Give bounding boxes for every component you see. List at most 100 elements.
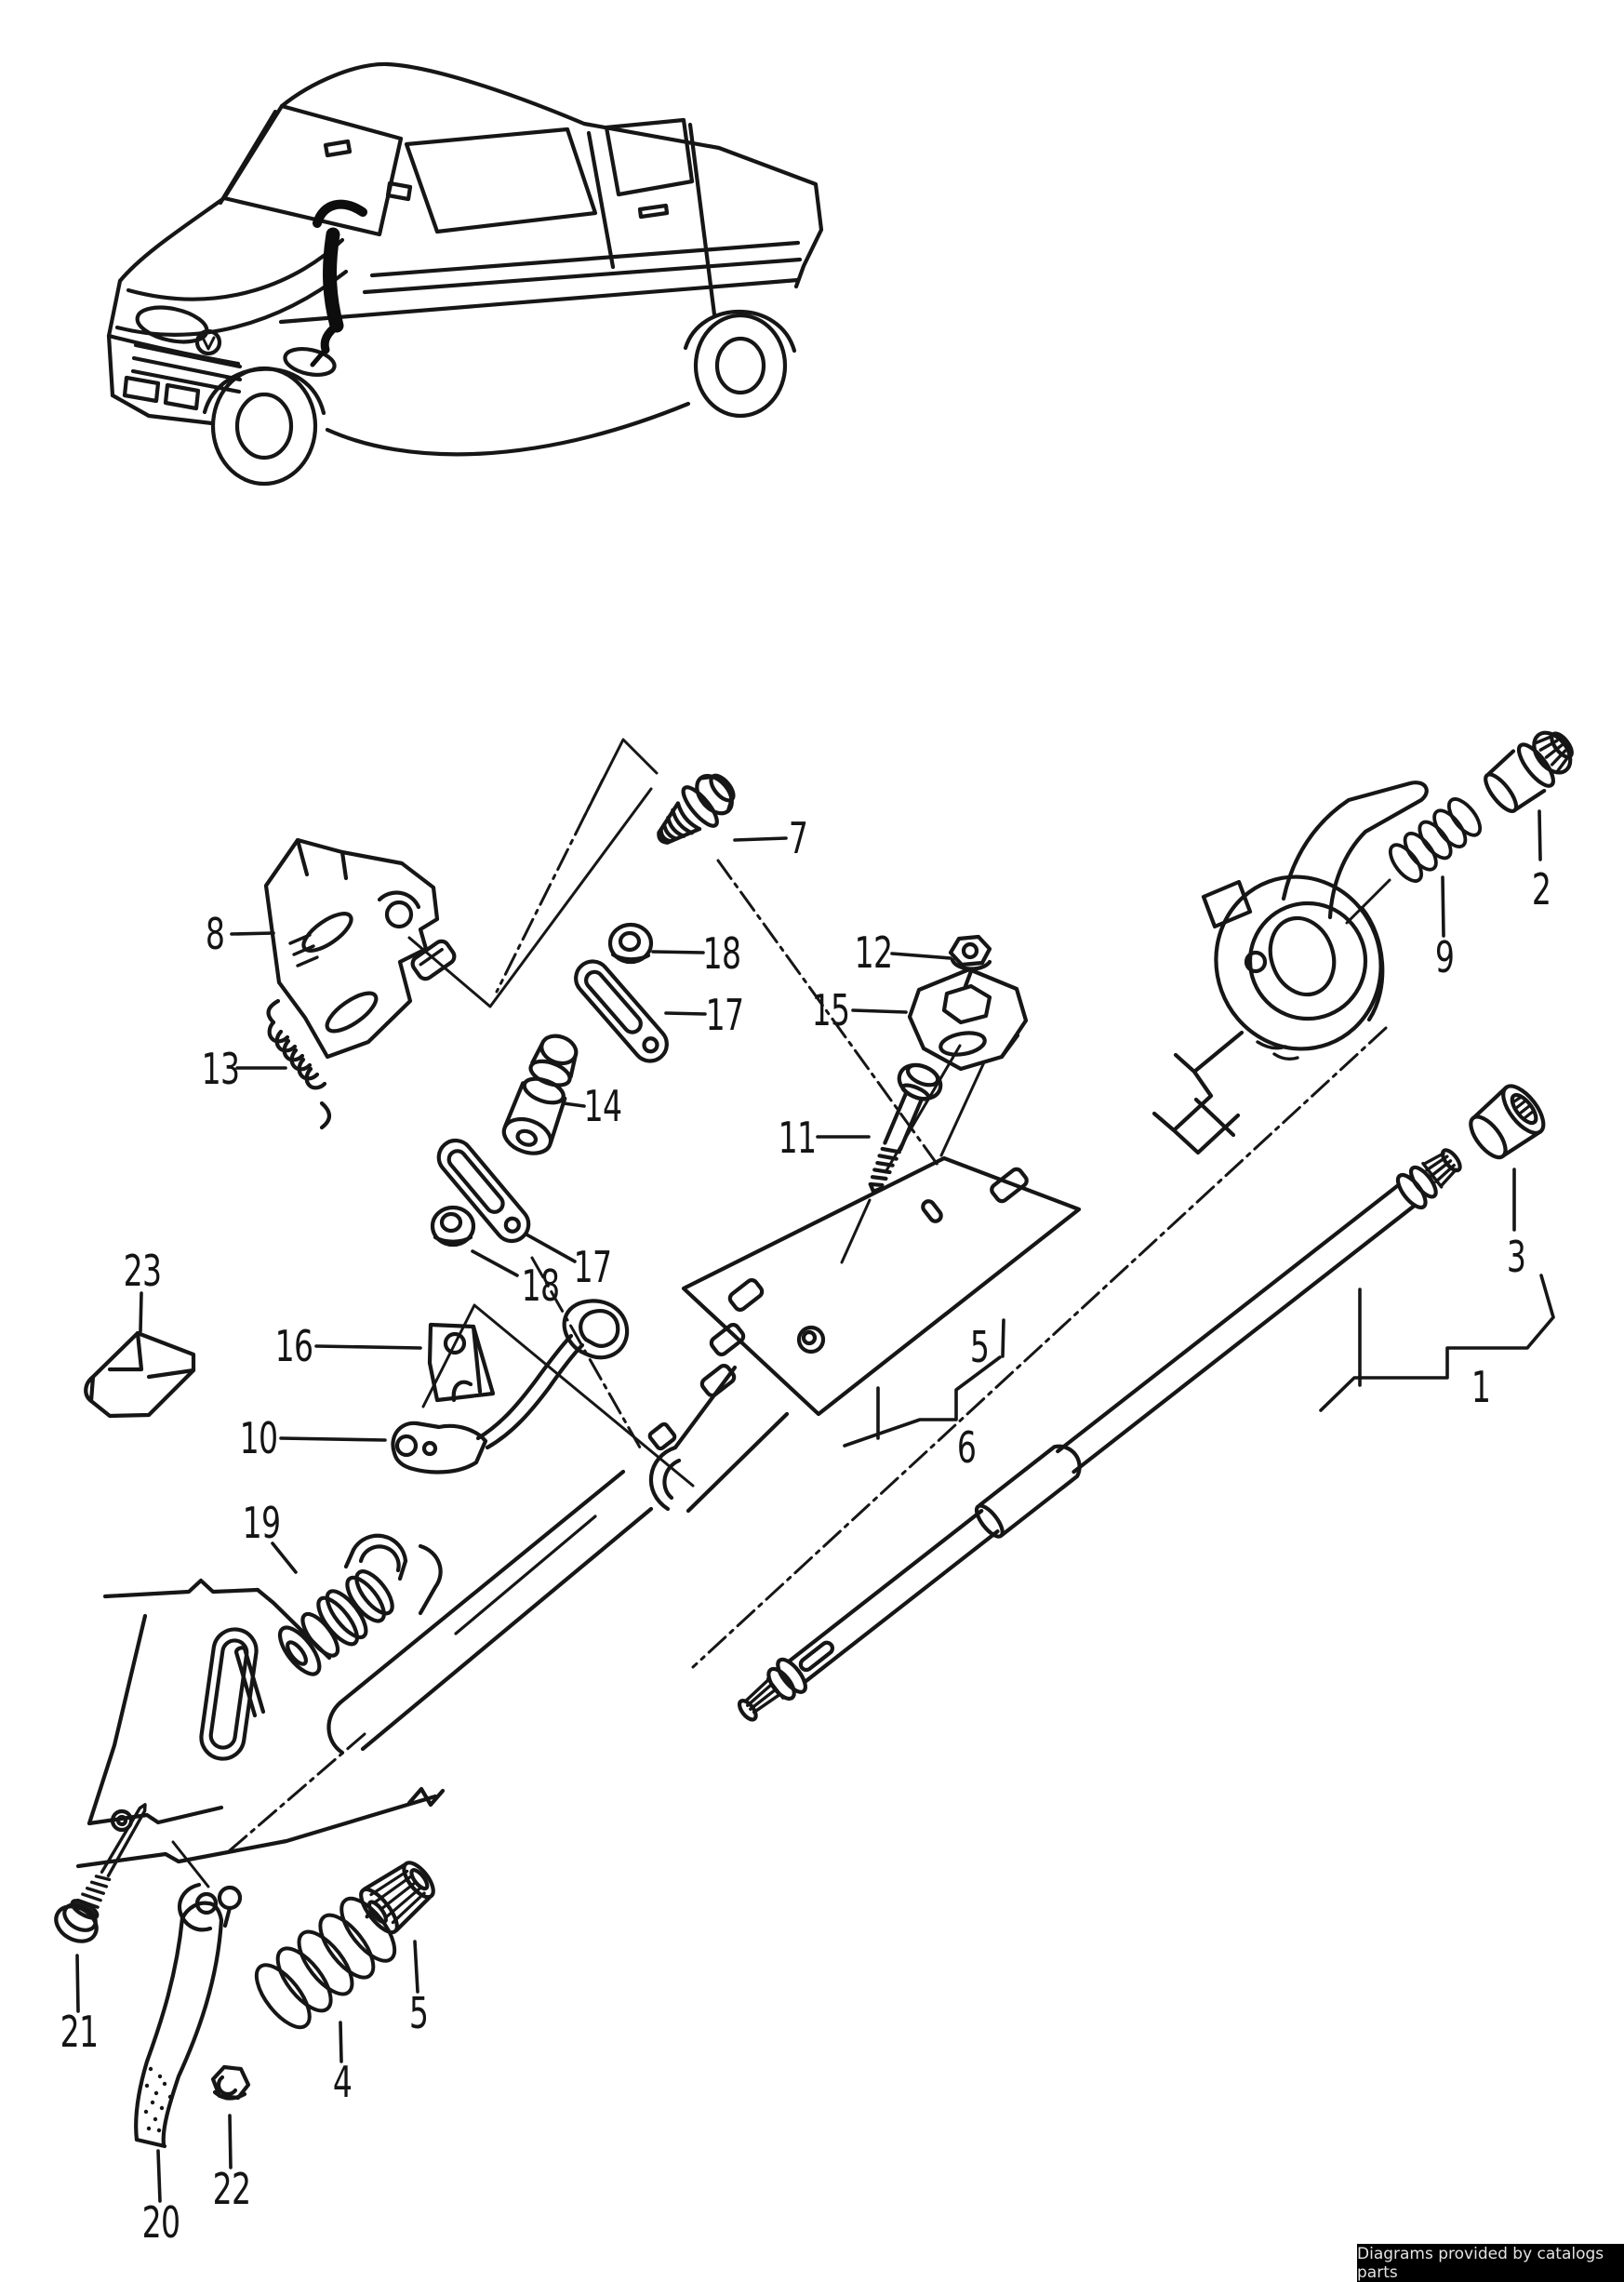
- part-label-23: 23: [123, 1246, 162, 1296]
- leader-15: [851, 1008, 908, 1014]
- part-6-column-jacket: [647, 1155, 1082, 1514]
- leader-16: [314, 1344, 422, 1350]
- watermark-text: Diagrams provided by catalogs parts: [1357, 2244, 1604, 2282]
- part-label-1: 1: [1471, 1362, 1491, 1412]
- detail-frame-lever: [421, 1303, 695, 1488]
- switch-tab: [1201, 879, 1253, 929]
- car-vw-badge-chevron: [201, 336, 216, 351]
- switch-lower-arm: [1151, 1030, 1245, 1155]
- part-19-bushing-stack: [277, 1569, 394, 1676]
- leader-5-6-bracket: [843, 1318, 1005, 1448]
- part-label-10: 10: [239, 1413, 278, 1463]
- part-9-spring: [1388, 797, 1483, 883]
- leader-2: [1537, 809, 1542, 861]
- part-label-2: 2: [1531, 864, 1551, 914]
- part-12-nut: [948, 934, 992, 989]
- part-label-19: 19: [242, 1498, 281, 1548]
- part-label-6: 6: [956, 1422, 977, 1473]
- car-rocker-line: [325, 401, 691, 457]
- car-rear-rim: [714, 336, 766, 395]
- part-13-spring: [266, 998, 332, 1130]
- car-hood-seam: [126, 237, 345, 301]
- leader-21: [75, 1954, 80, 2013]
- pedal-grip-dots: [143, 2066, 173, 2133]
- car-side-creases: [278, 240, 803, 325]
- watermark-banner: Diagrams provided by catalogs parts: [1357, 2244, 1624, 2282]
- car-b-pillar: [586, 130, 616, 270]
- part-14-buffer: [501, 1034, 579, 1155]
- leader-14: [562, 1101, 586, 1108]
- leader-20: [156, 2149, 162, 2203]
- release-handle-ring: [562, 1299, 630, 1360]
- car-fender-line: [117, 195, 227, 284]
- part-lower-column-tube: [326, 1469, 654, 1755]
- part-label-9: 9: [1434, 932, 1455, 982]
- car-quarter-window: [604, 117, 695, 197]
- leader-12: [890, 952, 952, 960]
- part-label-16: 16: [274, 1321, 313, 1371]
- car-interior-mirror: [323, 139, 353, 158]
- car-bumper-edge: [106, 333, 241, 367]
- part-2-lock-cylinder: [1484, 730, 1574, 813]
- car-door-window: [404, 127, 598, 234]
- part-18-nut-upper: [607, 922, 654, 965]
- part-label-18: 18: [521, 1261, 560, 1311]
- leader-9: [1441, 875, 1445, 938]
- part-label-5: 5: [969, 1322, 990, 1372]
- part-label-21: 21: [60, 2007, 99, 2057]
- part-tube-clamp: [343, 1533, 443, 1616]
- detail-frame-screw: [582, 738, 659, 819]
- leader-19: [271, 1541, 298, 1574]
- axis-spring-tail: [1345, 878, 1391, 925]
- axis-screw-to-jacket: [716, 859, 939, 1167]
- switch-lever: [1281, 781, 1429, 920]
- part-ignition-switch-housing: [1151, 781, 1429, 1155]
- axis-tube-to-pedal: [227, 1732, 366, 1853]
- axis-bolt-extension: [840, 1198, 872, 1264]
- leader-17b: [525, 1233, 577, 1263]
- car-foglights: [122, 375, 201, 411]
- leader-17a: [664, 1011, 707, 1016]
- car-front-wheel: [210, 366, 318, 487]
- leader-18b: [471, 1249, 519, 1277]
- axis-bracket-to-jacket: [939, 1061, 986, 1157]
- car-rear-wheel: [693, 313, 788, 419]
- part-label-5: 5: [408, 1988, 429, 2038]
- part-label-17: 17: [573, 1242, 612, 1292]
- car-windshield: [221, 103, 404, 237]
- part-label-3: 3: [1506, 1232, 1526, 1282]
- car-mirror: [385, 180, 413, 202]
- part-label-18: 18: [702, 928, 741, 979]
- axis-pedal-pin: [171, 1840, 210, 1888]
- part-label-8: 8: [205, 909, 225, 959]
- part-label-12: 12: [854, 927, 893, 978]
- part-label-7: 7: [788, 813, 808, 863]
- part-3-bushing: [1469, 1084, 1546, 1160]
- part-label-15: 15: [811, 985, 850, 1035]
- car-door-edge: [687, 122, 717, 317]
- part-label-20: 20: [141, 2197, 180, 2248]
- part-1-steering-shaft: [737, 1148, 1462, 1722]
- part-label-14: 14: [583, 1081, 622, 1131]
- car-hood-seam2: [114, 269, 349, 337]
- leader-7: [733, 836, 788, 842]
- car-illustration: [106, 61, 824, 487]
- leader-1-bracket: [1319, 1274, 1555, 1412]
- leader-8: [230, 931, 275, 936]
- car-rear-wheel-arch: [683, 310, 797, 354]
- leader-10: [279, 1436, 387, 1442]
- leader-23: [139, 1291, 143, 1333]
- part-label-17: 17: [705, 990, 744, 1040]
- part-16-plate: [427, 1322, 496, 1403]
- axis-screw-to-frame: [495, 778, 605, 994]
- car-door-handle: [637, 203, 670, 220]
- part-7-screw: [657, 773, 736, 845]
- part-23-clip: [84, 1330, 196, 1419]
- car-headlight-right: [283, 347, 337, 377]
- part-15-bracket: [907, 967, 1029, 1072]
- part-label-13: 13: [201, 1044, 240, 1094]
- part-18-nut-lower: [430, 1205, 476, 1248]
- car-vw-badge: [194, 328, 222, 356]
